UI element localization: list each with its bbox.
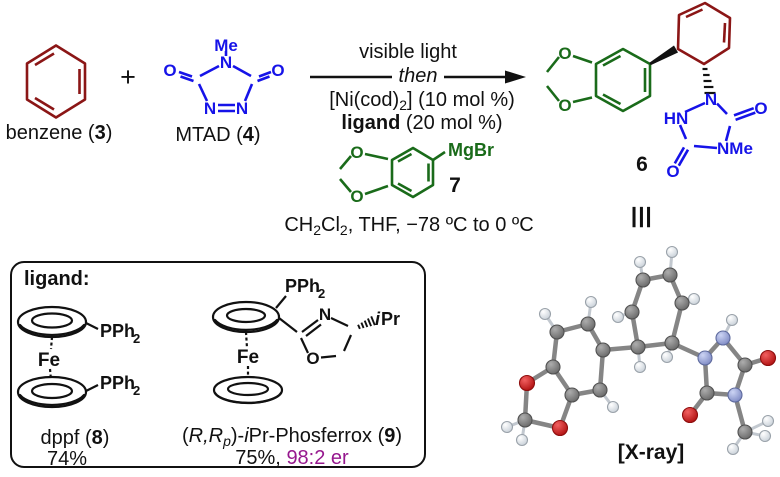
dppf-pph2-bottom-sub: 2 [133, 383, 140, 398]
dppf-yield: 74% [46, 448, 88, 470]
grignard-o-bottom: O [350, 187, 363, 206]
condition-solvent: CH2Cl2, THF, −78 ºC to 0 ºC [284, 214, 534, 238]
mtad-n-right: N [236, 99, 248, 118]
dppf-pph2-bottom: PPh [100, 373, 135, 393]
phosferrox-pph2: PPh [285, 276, 320, 296]
phosferrox-pph2-sub: 2 [318, 286, 325, 301]
oxazoline-n: N [319, 305, 331, 324]
oxazoline-o: O [306, 349, 319, 368]
product-n1: N [705, 90, 717, 109]
product-nme: NMe [717, 139, 753, 158]
ipr-pr: Pr [381, 309, 400, 329]
condition-visible-light: visible light [359, 41, 457, 63]
mtad-o-right: O [271, 61, 284, 80]
compound-7-number: 7 [449, 174, 461, 197]
hashed-wedge-bond [702, 67, 716, 95]
benzene-label: benzene (3) [5, 122, 113, 144]
mtad-methyl-label: Me [214, 36, 238, 55]
benzene-ring [25, 44, 87, 119]
product-o-left: O [666, 162, 679, 181]
mgbr-label: MgBr [448, 140, 494, 160]
mtad-ring: Me N N N O O [163, 36, 284, 118]
phosferrox-fe-label: Fe [237, 347, 259, 368]
arrowhead-icon [505, 70, 526, 84]
compound-6-number: 6 [636, 153, 648, 176]
ligand-box [10, 261, 426, 468]
product-o-right: O [754, 99, 767, 118]
ipr-i: i [375, 309, 381, 329]
product-o-bottom: O [558, 96, 571, 115]
grignard-o-top: O [350, 143, 363, 162]
dppf-label: dppf (8) [40, 427, 110, 449]
xray-c-atoms [517, 267, 753, 440]
benzene-structure [18, 42, 96, 129]
grignard-structure: O O MgBr 7 [326, 132, 511, 222]
dppf-fe-label: Fe [38, 350, 60, 371]
mtad-n-left: N [204, 99, 216, 118]
xray-o-atoms [518, 349, 777, 437]
mtad-n-top: N [220, 53, 232, 72]
identity-symbol: ≡ [617, 204, 665, 230]
reaction-arrow [305, 60, 550, 101]
phosferrox-structure: Fe PPh 2 N O i Pr [182, 266, 427, 421]
condition-ligand: ligand (20 mol %) [341, 112, 503, 134]
dppf-pph2-top-sub: 2 [133, 331, 140, 346]
xray-bonds [522, 272, 771, 435]
mtad-structure: Me N N N O O [150, 28, 300, 133]
ligand-box-title: ligand: [24, 268, 90, 290]
dppf-structure: Fe PPh 2 PPh 2 [14, 296, 179, 419]
dppf-pph2-top: PPh [100, 321, 135, 341]
mtad-o-left: O [163, 61, 176, 80]
mtad-label: MTAD (4) [175, 124, 261, 146]
phosferrox-yield: 75%, 98:2 er [235, 447, 349, 469]
product-nh: HN [664, 109, 689, 128]
product-structure: O O N [533, 0, 780, 197]
xray-n-atoms [697, 330, 743, 403]
phosferrox-label: (R,Rp)-iPr-Phosferrox (9) [181, 425, 403, 449]
product-o-top: O [558, 44, 571, 63]
xray-h-atoms [500, 245, 775, 456]
xray-label: [X-ray] [617, 441, 685, 464]
xray-model [488, 242, 780, 477]
plus-sign: + [120, 62, 136, 92]
condition-catalyst: [Ni(cod)2] (10 mol %) [329, 89, 515, 113]
condition-then: then [398, 65, 438, 87]
ipr-hashed-wedge [357, 316, 376, 330]
bold-wedge-bond [649, 45, 678, 66]
